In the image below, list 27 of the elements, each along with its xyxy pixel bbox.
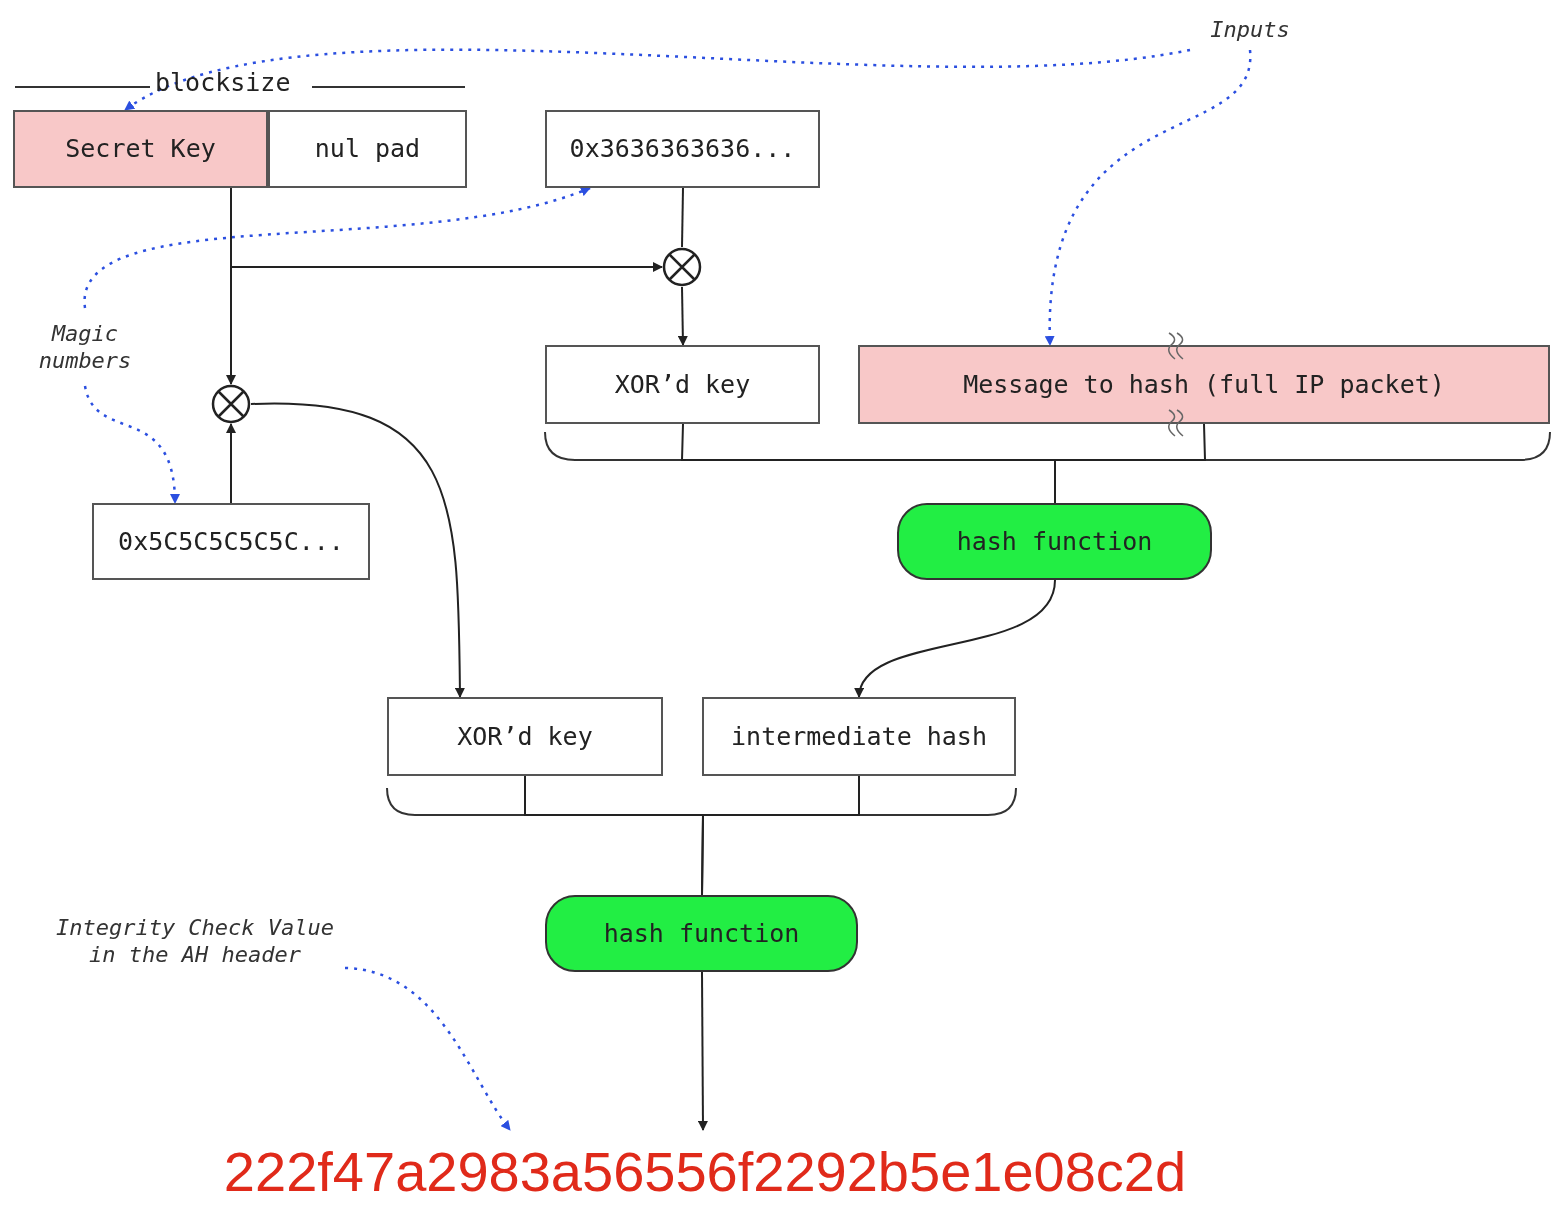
dotted-arrow <box>83 186 591 309</box>
dotted-arrow <box>1045 49 1252 346</box>
hash-function-box: hash function <box>897 503 1212 580</box>
process-box: XOR’d key <box>387 697 663 776</box>
annotation-text: Inputs <box>1190 10 1310 50</box>
process-box: 0x5C5C5C5C5C... <box>92 503 370 580</box>
arrow <box>226 423 236 504</box>
annotation-text: Magic numbers <box>15 308 155 386</box>
arrow <box>856 579 1056 698</box>
process-box: XOR’d key <box>545 345 820 424</box>
arrow <box>677 286 688 346</box>
dotted-arrow <box>344 966 511 1131</box>
process-box: nul pad <box>268 110 467 188</box>
annotation-text: Integrity Check Value in the AH header <box>40 902 350 980</box>
hash-function-box: hash function <box>545 895 858 972</box>
xor-symbol <box>211 384 251 424</box>
process-box: 0x3636363636... <box>545 110 820 188</box>
process-box: intermediate hash <box>702 697 1016 776</box>
key-field: Secret Key <box>13 110 268 188</box>
arrow <box>250 403 465 698</box>
dotted-arrow <box>124 48 1191 112</box>
hash-output-text: 222f47a2983a56556f2292b5e1e08c2d <box>170 1130 1240 1214</box>
dimension-label: blocksize <box>155 70 291 95</box>
xor-symbol <box>662 247 702 287</box>
arrow <box>697 971 708 1131</box>
dotted-arrow <box>83 385 180 504</box>
arrow <box>226 187 236 385</box>
